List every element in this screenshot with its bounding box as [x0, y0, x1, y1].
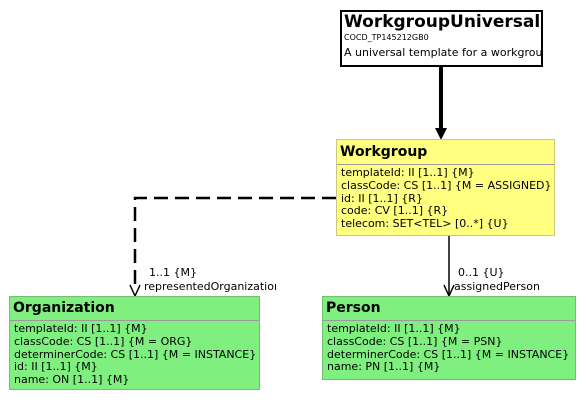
person-multiplicity-label: 0..1 {U}	[458, 266, 505, 279]
person-attributes: templateId: II [1..1] {M} classCode: CS …	[323, 320, 575, 374]
template-arrowhead	[435, 128, 447, 140]
organization-arrowhead	[129, 284, 141, 298]
attribute-row: code: CV [1..1] {R}	[341, 205, 449, 218]
attribute-row: id: II [1..1] {M}	[14, 361, 98, 374]
attribute-row: name: ON [1..1] {M}	[14, 374, 130, 387]
template-code: COCD_TP145212GB0	[344, 33, 429, 42]
workgroup-attributes: templateId: II [1..1] {M} classCode: CS …	[337, 164, 554, 231]
attribute-row: determinerCode: CS [1..1] {M = INSTANCE}	[327, 348, 570, 361]
attribute-row: templateId: II [1..1] {M}	[327, 323, 461, 335]
person-role-label: assignedPerson	[454, 280, 540, 293]
attribute-row: determinerCode: CS [1..1] {M = INSTANCE}	[14, 348, 257, 361]
attribute-row: name: PN [1..1] {M}	[327, 361, 441, 374]
organization-role-label: representedOrganization	[144, 280, 276, 293]
organization-connector	[133, 196, 336, 288]
workgroup-title: Workgroup	[340, 144, 428, 160]
organization-title: Organization	[13, 300, 115, 316]
attribute-row: classCode: CS [1..1] {M = ASSIGNED}	[341, 179, 552, 192]
organization-class-box[interactable]: Organization templateId: II [1..1] {M} c…	[9, 296, 260, 390]
attribute-row: classCode: CS [1..1] {M = ORG}	[14, 335, 193, 348]
attribute-row: classCode: CS [1..1] {M = PSN}	[327, 335, 503, 348]
organization-multiplicity-label: 1..1 {M}	[149, 266, 197, 279]
attribute-row: templateId: II [1..1] {M}	[14, 323, 148, 335]
organization-attributes: templateId: II [1..1] {M} classCode: CS …	[10, 320, 259, 387]
workgroup-class-box[interactable]: Workgroup templateId: II [1..1] {M} clas…	[336, 139, 555, 236]
workgroup-universal-title: WorkgroupUniversal	[344, 12, 541, 32]
person-title: Person	[326, 300, 381, 316]
attribute-row: templateId: II [1..1] {M}	[341, 167, 475, 179]
attribute-row: telecom: SET<TEL> [0..*] {U}	[341, 218, 509, 231]
template-description: A universal template for a workgroup	[344, 46, 541, 59]
attribute-row: id: II [1..1] {R}	[341, 192, 423, 205]
person-class-box[interactable]: Person templateId: II [1..1] {M} classCo…	[322, 296, 576, 380]
workgroup-universal-box[interactable]: WorkgroupUniversal COCD_TP145212GB0 A un…	[340, 10, 543, 67]
